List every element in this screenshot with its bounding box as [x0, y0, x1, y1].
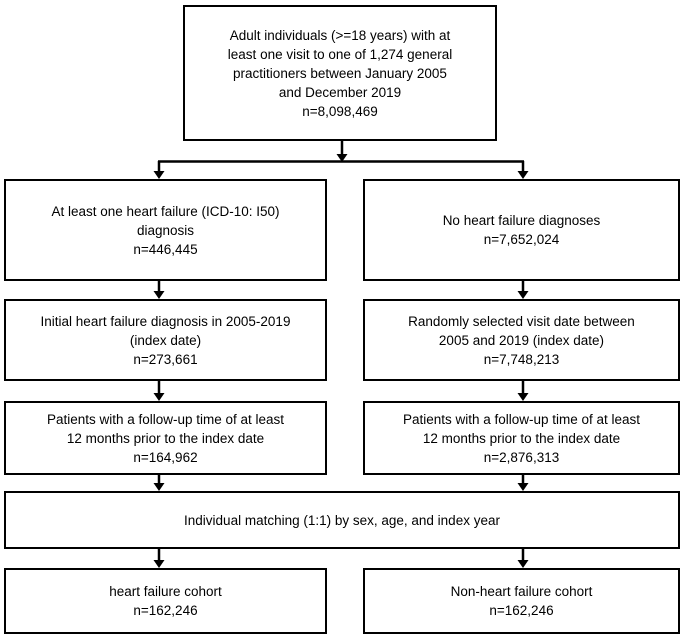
arrow-branch-to-no-hf-diagnosis [517, 161, 529, 179]
arrow-hf-followup-to-matching [153, 475, 165, 491]
node-hf-cohort: heart failure cohort n=162,246 [4, 568, 327, 634]
node-source-population-text: Adult individuals (>=18 years) with at l… [227, 27, 453, 119]
node-no-hf-followup: Patients with a follow-up time of at lea… [363, 401, 680, 475]
node-random-index-date: Randomly selected visit date between 200… [363, 299, 680, 381]
arrow-matching-to-non-hf-cohort [517, 549, 529, 568]
node-hf-diagnosis-text: At least one heart failure (ICD-10: I50)… [51, 203, 280, 257]
node-no-hf-diagnosis: No heart failure diagnoses n=7,652,024 [363, 179, 680, 281]
node-no-hf-diagnosis-text: No heart failure diagnoses n=7,652,024 [442, 213, 601, 247]
node-matching-text: Individual matching (1:1) by sex, age, a… [184, 512, 500, 528]
node-random-index-date-text: Randomly selected visit date between 200… [408, 313, 635, 367]
arrow-hf-diagnosis-to-index [153, 281, 165, 299]
node-source-population: Adult individuals (>=18 years) with at l… [183, 5, 497, 141]
node-hf-followup-text: Patients with a follow-up time of at lea… [46, 411, 285, 465]
node-hf-index-date: Initial heart failure diagnosis in 2005-… [4, 299, 327, 381]
arrow-matching-to-hf-cohort [153, 549, 165, 568]
arrow-no-hf-followup-to-matching [517, 475, 529, 491]
node-no-hf-followup-text: Patients with a follow-up time of at lea… [402, 411, 641, 465]
node-non-hf-cohort: Non-heart failure cohort n=162,246 [363, 568, 680, 634]
node-non-hf-cohort-text: Non-heart failure cohort n=162,246 [450, 584, 593, 618]
node-matching: Individual matching (1:1) by sex, age, a… [4, 491, 680, 549]
arrow-random-index-to-followup [517, 381, 529, 401]
arrow-top-to-branch [336, 141, 348, 162]
arrow-no-hf-to-random-index [517, 281, 529, 299]
node-hf-index-date-text: Initial heart failure diagnosis in 2005-… [40, 313, 291, 367]
arrow-branch-to-hf-diagnosis [153, 161, 165, 179]
node-hf-cohort-text: heart failure cohort n=162,246 [109, 584, 222, 618]
arrow-hf-index-to-followup [153, 381, 165, 401]
node-hf-followup: Patients with a follow-up time of at lea… [4, 401, 327, 475]
node-hf-diagnosis: At least one heart failure (ICD-10: I50)… [4, 179, 327, 281]
